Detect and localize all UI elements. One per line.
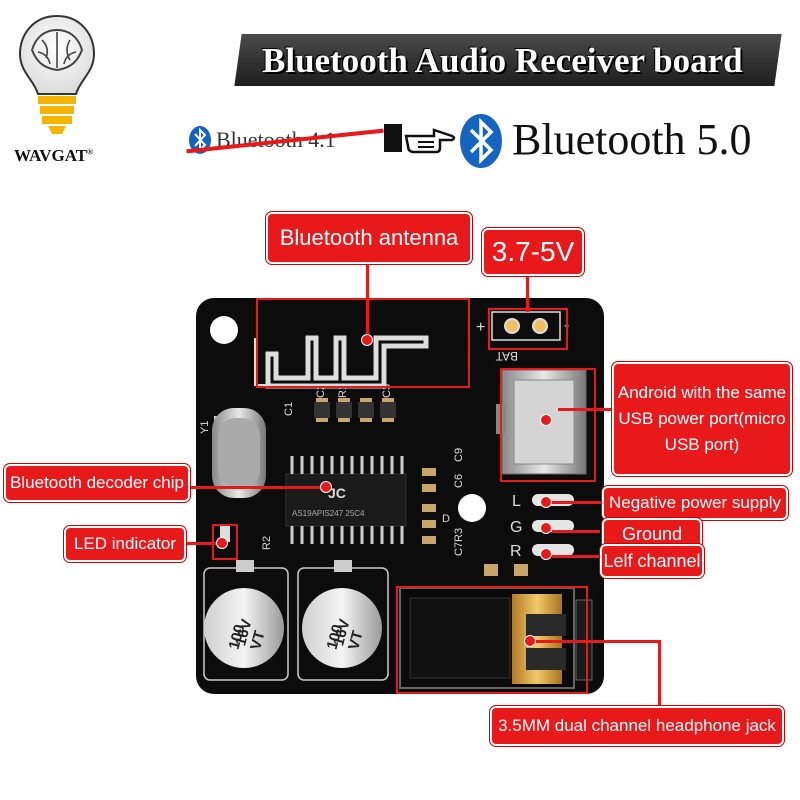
callout-bluetooth-antenna: Bluetooth antenna [266,212,472,264]
cap2-value: 100 [324,623,347,652]
banner-title: Bluetooth Audio Receiver board [262,41,743,80]
cap2-series: VT [345,629,366,652]
silk-r: R [510,543,522,560]
callout-left-channel: Lelf channel [600,544,704,578]
bat-box [488,308,568,350]
silk-c9: C9 [453,448,465,462]
new-version-label: Bluetooth 5.0 [512,115,752,164]
usb-line-3: USB port) [664,435,740,454]
silk-l: L [512,493,521,510]
callout-decoder-chip: Bluetooth decoder chip [4,464,190,502]
callout-negative-supply: Negative power supply [602,486,788,520]
pointing-hand-icon [404,128,456,154]
silk-c6: C6 [453,474,465,488]
cap1-value: 100 [226,623,249,652]
pcb-board: JC AS19APIS247 25C4 [196,298,604,694]
silk-y1: Y1 [199,421,211,434]
bluetooth-icon [460,114,502,168]
callout-voltage: 3.7-5V [482,228,584,276]
silk-d: D [442,513,450,525]
callout-led-indicator: LED indicator [64,526,186,562]
callout-headphone-jack: 3.5MM dual channel headphone jack [490,706,784,746]
cap2-voltage: 16V [330,617,353,647]
silk-plus: + [476,319,485,336]
silk-g: G [510,519,522,536]
silk-c1: C1 [283,402,295,416]
wavgat-logo: WAVGAT® [12,10,102,180]
usb-line-1: Android with the same [617,383,787,402]
cap1-voltage: 16V [232,617,255,647]
silk-r2: R2 [261,536,273,550]
silk-bat: BAT [495,349,518,363]
svg-text:JC: JC [328,485,346,501]
usb-box [500,368,596,482]
silk-c7r3: C7R3 [453,528,465,556]
trademark-mark: ® [87,147,94,157]
usb-line-2: USB power port(micro [618,409,786,428]
lightbulb-brain-icon [18,14,96,134]
antenna-box [256,298,470,388]
brand-name: WAVGAT [14,146,88,165]
cap1-series: VT [247,629,268,652]
black-box-icon [384,124,402,152]
callout-usb-port: Android with the same USB power port(mic… [612,362,792,476]
chip-marking: AS19APIS247 25C4 [292,509,365,518]
